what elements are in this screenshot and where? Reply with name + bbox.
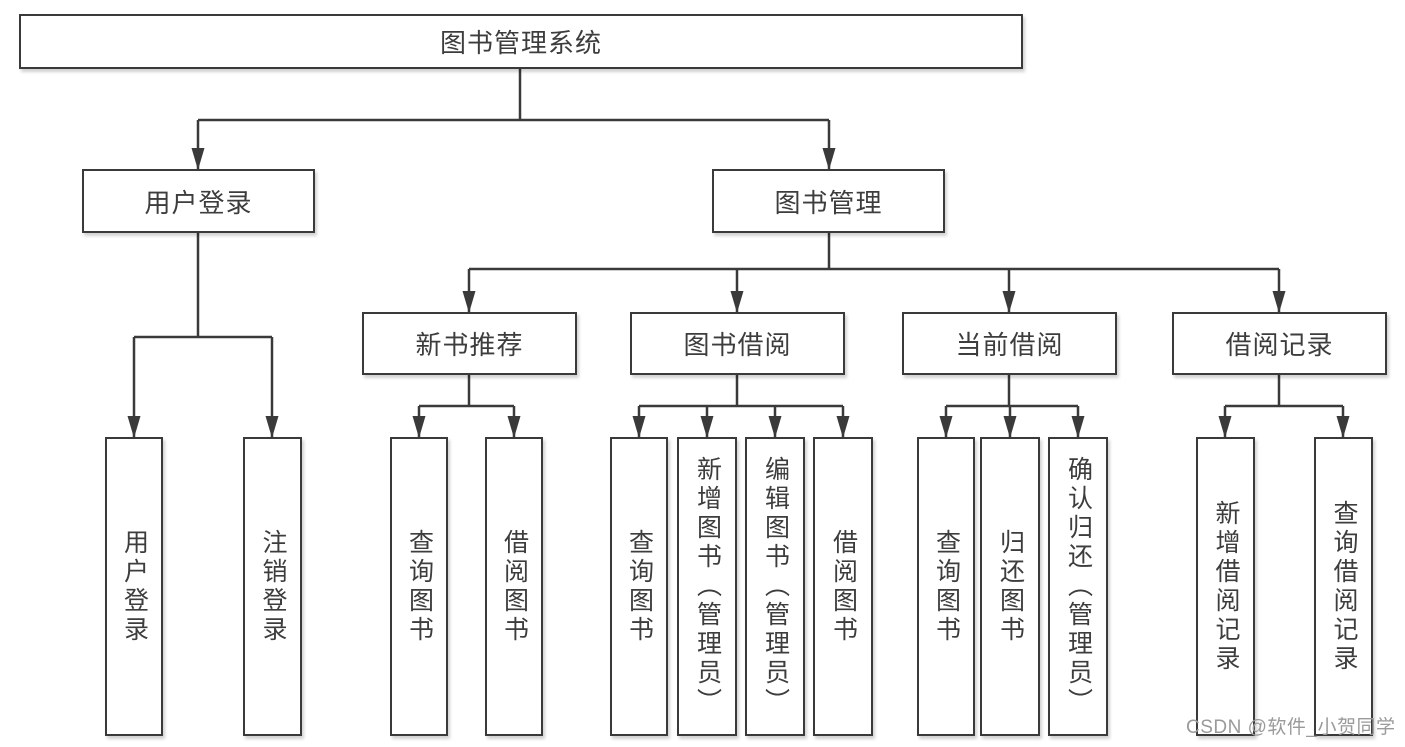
leaf-logout: 注销登录 — [243, 437, 302, 736]
node-user-login: 用户登录 — [82, 169, 315, 233]
leaf-borrow-books: 借阅图书 — [813, 437, 873, 736]
node-borrowing-records: 借阅记录 — [1172, 312, 1387, 375]
leaf-add-borrow-record: 新增借阅记录 — [1196, 437, 1255, 736]
node-new-book-recommend: 新书推荐 — [362, 312, 577, 375]
node-current-borrowing: 当前借阅 — [902, 312, 1117, 375]
leaf-confirm-return-admin: 确认归还（管理员） — [1048, 437, 1108, 736]
leaf-recommend-query-books: 查询图书 — [390, 437, 448, 736]
node-library-management-system: 图书管理系统 — [19, 14, 1023, 69]
leaf-add-books-admin: 新增图书（管理员） — [677, 437, 737, 736]
leaf-borrowing-query-books: 查询图书 — [610, 437, 668, 736]
leaf-return-books: 归还图书 — [980, 437, 1040, 736]
leaf-edit-books-admin: 编辑图书（管理员） — [745, 437, 805, 736]
leaf-current-query-books: 查询图书 — [917, 437, 975, 736]
leaf-user-login: 用户登录 — [105, 437, 163, 736]
node-book-borrowing: 图书借阅 — [630, 312, 845, 375]
csdn-watermark: CSDN @软件_小贺同学 — [1186, 717, 1396, 738]
leaf-query-borrow-record: 查询借阅记录 — [1314, 437, 1373, 736]
node-book-management: 图书管理 — [712, 169, 945, 233]
leaf-recommend-borrow-books: 借阅图书 — [485, 437, 543, 736]
